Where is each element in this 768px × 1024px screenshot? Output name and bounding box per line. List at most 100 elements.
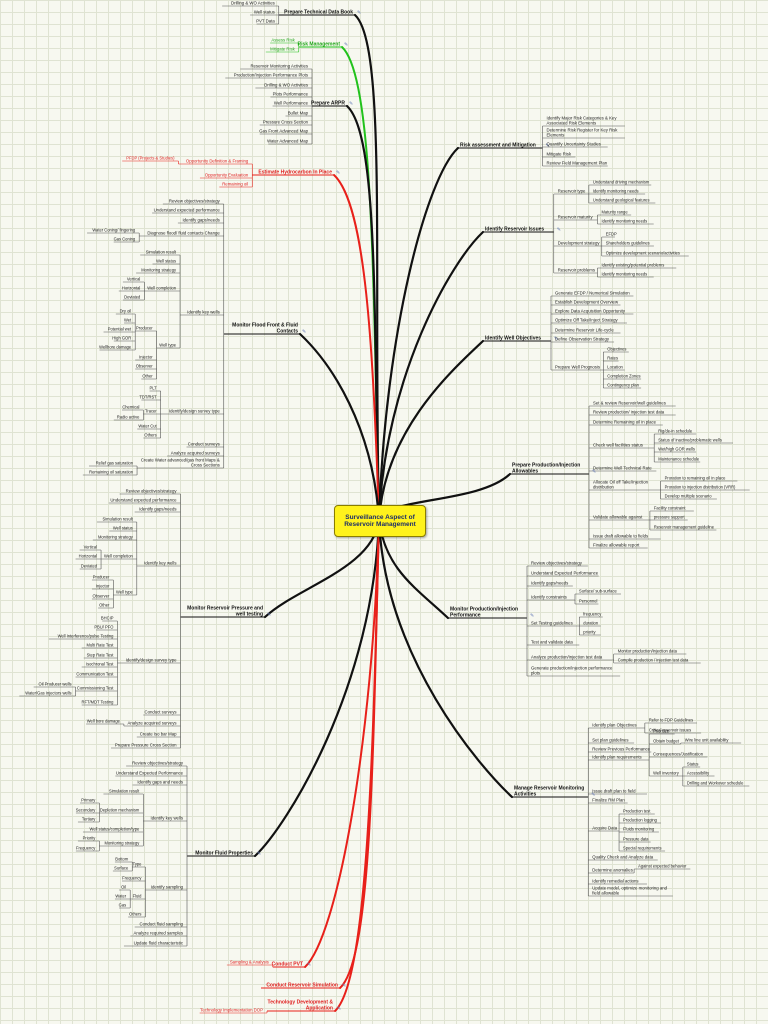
topic-b6-d3[interactable]: Gas (119, 903, 127, 908)
topic-b4-d1[interactable]: Identify/design survey type (169, 409, 220, 414)
topic-b13-d1[interactable]: Validate allowable against (593, 515, 643, 520)
topic-b6-d3[interactable]: Secondary (76, 808, 97, 813)
topic-b13-d1[interactable]: Allocate Oil off Take/Injection (593, 480, 649, 485)
topic-b3-d1[interactable]: Remaining oil (222, 182, 248, 187)
topic-b5-d2[interactable]: Commissioning Test (77, 686, 114, 691)
topic-b4-d2[interactable]: Well status (156, 259, 176, 264)
topic-b5-d3[interactable]: Observer (93, 594, 110, 599)
topic-b11-d2[interactable]: Optimize development scenario/activities (606, 251, 680, 256)
topic-b6-d1[interactable]: Understand Expected Performance (116, 771, 184, 776)
topic-b13-d1[interactable]: Review production/ injection test data (593, 410, 665, 415)
branch-label-b10[interactable]: Risk assessment and Mitigation (460, 143, 536, 149)
topic-b7-d1[interactable]: Sampling & Analysis (230, 960, 269, 965)
note-icon[interactable]: ✎ (342, 983, 346, 989)
topic-b0-d1[interactable]: PVT Data (256, 19, 275, 24)
topic-b13-d1[interactable]: distribution (593, 485, 614, 490)
topic-b5-d2[interactable]: Well bore damage (87, 719, 121, 724)
topic-b6-d2[interactable]: Type (133, 862, 143, 867)
topic-b15-d2[interactable]: Production logging (623, 818, 658, 823)
topic-b4-d2[interactable]: Well type (159, 343, 176, 348)
topic-b14-d2[interactable]: Surface/ sub-surface (579, 589, 617, 594)
topic-b4-d1[interactable]: Analyze acquired surveys (171, 451, 220, 456)
topic-b5-d2[interactable]: BHCIP (101, 616, 114, 621)
topic-b4-d1[interactable]: Understand expected performance (154, 208, 221, 213)
topic-b15-d1[interactable]: field allowable (592, 891, 620, 896)
note-icon[interactable]: ✎ (546, 143, 550, 149)
topic-b5-d2[interactable]: Well status (113, 526, 133, 531)
topic-b4-d2[interactable]: Tracer (145, 409, 157, 414)
topic-b5-d2[interactable]: Step Rate Test (87, 653, 115, 658)
topic-b11-d1[interactable]: Reservoir maturity (558, 215, 594, 220)
topic-b4-d4[interactable]: Potential wet (108, 327, 132, 332)
topic-b6-d2[interactable]: Monitoring strategy (104, 841, 140, 846)
topic-b15-d2[interactable]: Pressure data (623, 837, 649, 842)
topic-b2-d1[interactable]: Pressure Cross Section (263, 120, 309, 125)
topic-b15-d1[interactable]: Update model, optimize monitoring and (592, 886, 667, 891)
topic-b6-d3[interactable]: Bottom (115, 857, 129, 862)
topic-b14-d1[interactable]: Test and validate data (531, 640, 573, 645)
topic-b13-d2[interactable]: Rig/de-in schedule (658, 429, 693, 434)
topic-b4-d1[interactable]: Diagnose flood/ fluid contacts Change (147, 231, 220, 236)
topic-b2-d1[interactable]: Production/Injection Performance Plots (234, 73, 308, 78)
topic-b4-d2[interactable]: Remaining oil saturation (89, 470, 134, 475)
topic-b14-d2[interactable]: priority (583, 630, 596, 635)
topic-b12-d2[interactable]: Completion Zones (607, 374, 640, 379)
topic-b15-d1[interactable]: Identify plan Objectives (592, 723, 636, 728)
topic-b12-d1[interactable]: Establish Development Overview (555, 300, 619, 305)
topic-b10-d1[interactable]: Determine Risk Register for Key Risk (547, 128, 619, 133)
branch-label-b4[interactable]: Monitor Flood Front & Fluid (232, 323, 298, 329)
topic-b11-d1[interactable]: Reservoir type (558, 189, 586, 194)
topic-b4-d2[interactable]: Others (144, 433, 156, 438)
topic-b11-d2[interactable]: Understand driving mechanism (593, 180, 650, 185)
topic-b2-d1[interactable]: Gas Front Advanced Map (259, 129, 308, 134)
topic-b6-d1[interactable]: Update fluid characteristic (134, 941, 184, 946)
topic-b5-d2[interactable]: Well Interference/pulse Testing (58, 634, 115, 639)
topic-b5-d1[interactable]: Understand expected performance (110, 498, 177, 503)
topic-b5-d1[interactable]: Create Iso bar Map (140, 732, 177, 737)
topic-b15-d2[interactable]: Fluids monitoring (623, 827, 655, 832)
topic-b4-d2[interactable]: PLT (149, 386, 157, 391)
topic-b5-d3[interactable]: Deviated (81, 564, 98, 569)
topic-b13-d2[interactable]: Reservoir management guideline (654, 525, 715, 530)
topic-b6-d3[interactable]: Tertiary (82, 817, 96, 822)
branch-label-b5[interactable]: well testing (235, 612, 263, 618)
topic-b5-d2[interactable]: PBU/ PFO (94, 625, 113, 630)
branch-label-b12[interactable]: Identify Well Objectives (485, 336, 541, 342)
note-icon[interactable]: ✎ (307, 962, 311, 968)
topic-b15-d2[interactable]: Production test (623, 809, 651, 814)
topic-b11-d1[interactable]: Reservoir problems (558, 268, 595, 273)
topic-b5-d1[interactable]: Identify/design survey type (126, 658, 177, 663)
topic-b12-d1[interactable]: Optimize Off Take/Inject Strategy (555, 318, 619, 323)
topic-b5-d3[interactable]: Oil Producer wells (39, 682, 72, 687)
topic-b5-d1[interactable]: Identify key wells (144, 561, 176, 566)
topic-b14-d2[interactable]: Monitor production/injection data (618, 649, 678, 654)
topic-b6-d1[interactable]: Identify key wells (151, 816, 183, 821)
topic-b4-d1[interactable]: Conduct surveys (188, 442, 220, 447)
topic-b5-d2[interactable]: Well type (116, 590, 133, 595)
topic-b10-d1[interactable]: Review Field Management Plan (547, 161, 608, 166)
note-icon[interactable]: ✎ (591, 792, 595, 798)
topic-b13-d2[interactable]: Facility constraint (654, 506, 686, 511)
topic-b4-d2[interactable]: Well completion (147, 286, 177, 291)
topic-b6-d3[interactable]: Surface (114, 866, 129, 871)
topic-b15-d2[interactable]: Special requirements (623, 846, 661, 851)
topic-b12-d2[interactable]: Objectives (607, 347, 626, 352)
topic-b4-d1[interactable]: Review objectives/strategy (169, 199, 221, 204)
branch-label-b1[interactable]: Risk Management (297, 42, 340, 48)
topic-b14-d2[interactable]: Compile production / injection test data (618, 658, 689, 663)
note-icon[interactable]: ✎ (267, 612, 271, 618)
note-icon[interactable]: ✎ (357, 10, 361, 16)
topic-b4-d2[interactable]: Monitoring strategy (141, 268, 177, 273)
topic-b4-d3[interactable]: Injector (139, 355, 153, 360)
topic-b11-d2[interactable]: EFDP (606, 232, 617, 237)
topic-b1-d1[interactable]: Assess Risk (271, 38, 295, 43)
topic-b14-d1[interactable]: Review objectives/strategy (531, 561, 583, 566)
topic-b4-d2[interactable]: Relief gas saturation (96, 461, 134, 466)
topic-b14-d1[interactable]: Understand Expected Performance (531, 571, 599, 576)
topic-b14-d1[interactable]: Set Testing guidelines (531, 621, 573, 626)
topic-b4-d4[interactable]: Wet (124, 318, 132, 323)
branch-label-b13[interactable]: Prepare Production/Injection (512, 463, 580, 469)
topic-b12-d1[interactable]: Explore Data Acquisition Opportunity (555, 309, 626, 314)
topic-b5-d3[interactable]: Producer (93, 575, 110, 580)
topic-b10-d1[interactable]: Elements (547, 133, 565, 138)
